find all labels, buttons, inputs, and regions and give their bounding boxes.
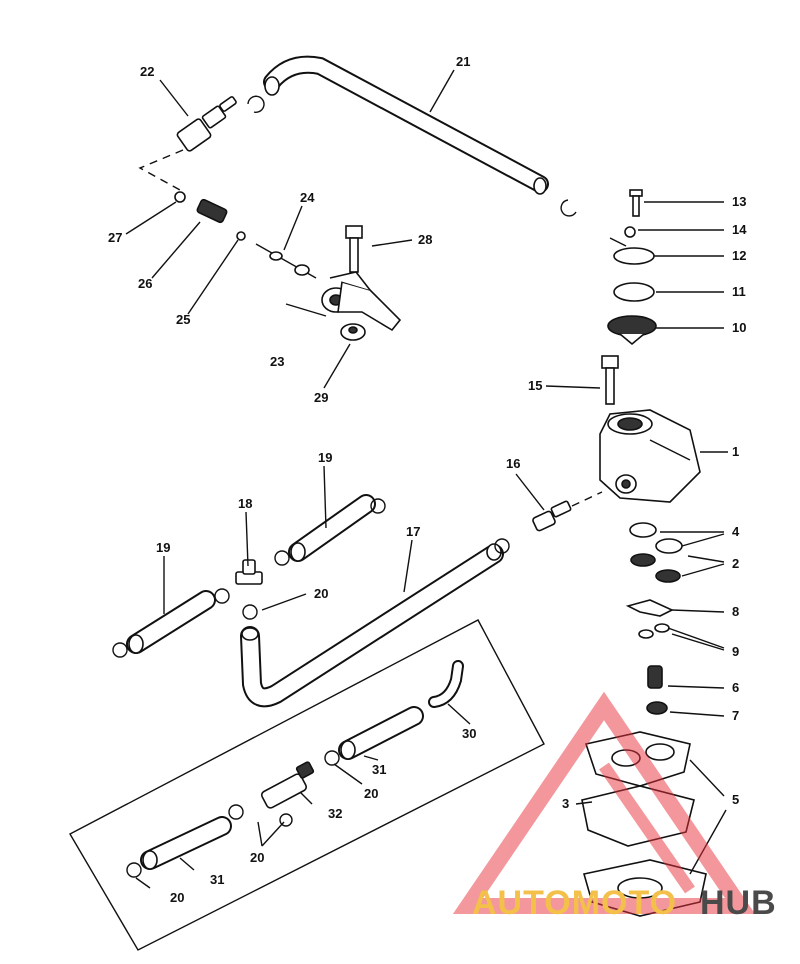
part-2-valves — [630, 553, 681, 583]
callout-15: 15 — [528, 378, 542, 393]
part-31-hose-lower — [140, 816, 232, 870]
callout-23: 23 — [270, 354, 284, 369]
part-23-lever — [321, 271, 402, 332]
callout-19-upper: 19 — [318, 450, 332, 465]
callout-26: 26 — [138, 276, 152, 291]
part-25-o-ring — [236, 231, 246, 241]
dashed-guide-16-1 — [571, 491, 603, 507]
part-7-valve-seat — [646, 701, 668, 715]
part-20-clamps — [112, 498, 510, 658]
callout-32: 32 — [328, 806, 342, 821]
callout-28: 28 — [418, 232, 432, 247]
part-18-tee-fitting — [235, 559, 263, 585]
part-19-hose-upper — [288, 494, 376, 562]
callout-19-left: 19 — [156, 540, 170, 555]
callout-9: 9 — [732, 644, 739, 659]
part-6-spring — [647, 665, 663, 689]
callout-18: 18 — [238, 496, 252, 511]
callout-27: 27 — [108, 230, 122, 245]
part-22-fitting — [176, 96, 237, 152]
part-1-pump-body — [599, 409, 701, 503]
part-4-washers — [629, 522, 683, 554]
callout-20-main: 20 — [314, 586, 328, 601]
callout-31-lower: 31 — [210, 872, 224, 887]
part-31-hose-upper — [338, 706, 424, 760]
inset-frame — [69, 619, 545, 951]
part-20-inset-clamps — [126, 750, 340, 878]
callout-29: 29 — [314, 390, 328, 405]
callout-1: 1 — [732, 444, 739, 459]
callout-31-upper: 31 — [372, 762, 386, 777]
part-10-filter — [607, 315, 657, 346]
watermark-text-automoto: AUTOMOTO — [472, 884, 677, 922]
part-32-filter-inline — [260, 761, 315, 809]
callout-16: 16 — [506, 456, 520, 471]
callout-24: 24 — [300, 190, 315, 205]
part-9-screws — [638, 623, 670, 639]
callout-12: 12 — [732, 248, 746, 263]
callout-8: 8 — [732, 604, 739, 619]
callout-25: 25 — [176, 312, 190, 327]
callout-5: 5 — [732, 792, 739, 807]
part-29-nut — [340, 323, 366, 341]
callout-2: 2 — [732, 556, 739, 571]
callout-3: 3 — [562, 796, 569, 811]
part-13-screw — [629, 189, 643, 217]
part-17-hose-bent — [240, 543, 504, 708]
callout-20-inset-bottom: 20 — [250, 850, 264, 865]
watermark-stripe — [599, 762, 695, 894]
dashed-guide-22-27 — [138, 149, 184, 191]
callout-4: 4 — [732, 524, 740, 539]
callout-17: 17 — [406, 524, 420, 539]
part-14-washer — [624, 226, 636, 238]
callout-labels: 1 2 3 4 5 6 7 8 9 10 11 12 13 14 15 16 1… — [108, 54, 747, 905]
watermark-logo — [452, 691, 756, 914]
callout-11: 11 — [732, 284, 746, 299]
part-24-pin — [255, 243, 317, 279]
part-28-bolt — [345, 225, 363, 273]
callout-21: 21 — [456, 54, 470, 69]
callout-20-inset-mid: 20 — [364, 786, 378, 801]
callout-10: 10 — [732, 320, 746, 335]
callout-13: 13 — [732, 194, 746, 209]
callout-20-inset-left: 20 — [170, 890, 184, 905]
part-11-gasket-ring — [613, 282, 655, 302]
watermark-triangle — [452, 691, 756, 914]
part-26-spring — [196, 198, 228, 224]
callout-30: 30 — [462, 726, 476, 741]
part-8-retainer — [625, 599, 674, 617]
part-16-fitting — [532, 500, 572, 532]
part-27-o-ring — [174, 191, 186, 203]
callout-7: 7 — [732, 708, 739, 723]
part-15-bolt — [601, 355, 619, 405]
callout-6: 6 — [732, 680, 739, 695]
part-30-elbow — [428, 660, 464, 708]
part-21-clamp — [247, 95, 577, 217]
part-12-cap — [609, 237, 655, 265]
callout-14: 14 — [732, 222, 747, 237]
part-19-hose-left — [126, 590, 216, 654]
leader-lines — [125, 69, 728, 889]
part-21-tube — [263, 55, 549, 195]
watermark-text-hub: HUB — [700, 884, 777, 922]
callout-22: 22 — [140, 64, 154, 79]
